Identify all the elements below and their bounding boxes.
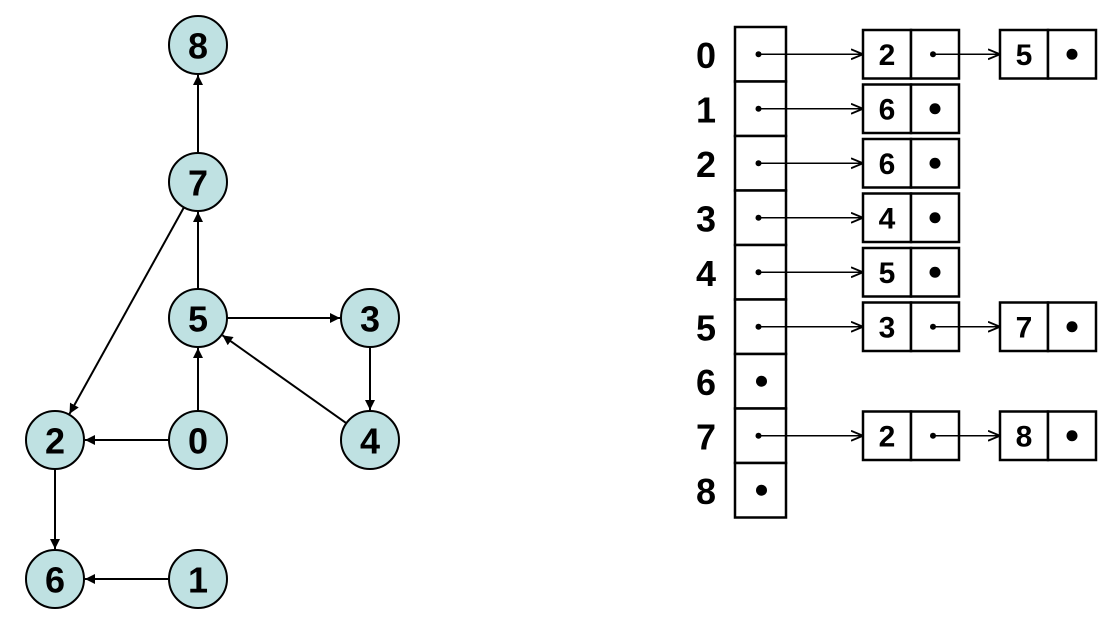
list-node-value: 3 (879, 311, 896, 344)
null-pointer-icon (929, 266, 941, 278)
row-index-label: 2 (696, 144, 716, 185)
list-node-value: 2 (879, 39, 896, 72)
node-circle (168, 152, 228, 212)
graph-nodes: 0 1 2 3 4 5 6 7 8 (25, 15, 400, 609)
graph-node-8: 8 (168, 15, 228, 75)
node-label: 6 (45, 560, 65, 601)
null-pointer-icon (1066, 48, 1078, 60)
null-pointer-icon (929, 103, 941, 115)
node-circle (168, 549, 228, 609)
list-node-next-cell (909, 137, 961, 189)
list-node-value: 5 (879, 257, 896, 290)
node-circle (25, 410, 85, 470)
graph-node-0: 0 (168, 410, 228, 470)
list-node-value-cell (861, 192, 913, 244)
adjacency-row-0: 0 2 5 (696, 25, 1098, 83)
row-index-label: 3 (696, 198, 716, 239)
null-pointer-icon (1066, 321, 1078, 333)
graph-node-4: 4 (340, 410, 400, 470)
node-label: 0 (188, 421, 208, 462)
node-label: 5 (188, 299, 208, 340)
null-pointer-icon (756, 375, 767, 387)
row-index-label: 6 (696, 362, 716, 403)
row-index-label: 8 (696, 471, 716, 512)
row-index-label: 5 (696, 307, 716, 348)
node-label: 2 (45, 421, 65, 462)
list-node-value: 4 (879, 202, 896, 235)
row-index-label: 0 (696, 35, 716, 76)
node-circle (168, 15, 228, 75)
node-circle (25, 549, 85, 609)
graph-node-1: 1 (168, 549, 228, 609)
adjacency-row-7: 7 2 8 (696, 407, 1098, 465)
list-node-value: 6 (879, 93, 896, 126)
edge-7-to-2 (68, 206, 185, 415)
list-node-value: 8 (1016, 420, 1033, 453)
null-pointer-icon (756, 484, 767, 496)
graph-node-3: 3 (340, 288, 400, 348)
row-index-label: 4 (696, 253, 716, 294)
graph-edges (50, 75, 375, 584)
null-pointer-icon (1066, 430, 1078, 442)
node-circle (168, 410, 228, 470)
adjacency-row-6: 6 (696, 352, 788, 410)
list-node-value-cell (998, 410, 1050, 462)
null-pointer-icon (929, 212, 941, 224)
adjacency-row-5: 5 3 7 (696, 298, 1098, 356)
edge-4-to-5 (221, 334, 347, 425)
list-node-value-cell (998, 28, 1050, 80)
list-node-value: 5 (1016, 39, 1033, 72)
graph-node-6: 6 (25, 549, 85, 609)
node-label: 4 (360, 421, 380, 462)
null-pointer-icon (929, 157, 941, 169)
graph-node-5: 5 (168, 288, 228, 348)
graph-node-2: 2 (25, 410, 85, 470)
node-label: 1 (188, 560, 208, 601)
list-node-value-cell (861, 137, 913, 189)
list-node-value-cell (861, 246, 913, 298)
node-label: 7 (188, 163, 208, 204)
list-node-value: 6 (879, 148, 896, 181)
row-index-label: 7 (696, 416, 716, 457)
list-node-value: 7 (1016, 311, 1033, 344)
list-node-value: 2 (879, 420, 896, 453)
graph-node-7: 7 (168, 152, 228, 212)
node-label: 3 (360, 299, 380, 340)
row-index-label: 1 (696, 89, 716, 130)
node-circle (340, 288, 400, 348)
node-circle (340, 410, 400, 470)
node-circle (168, 288, 228, 348)
node-label: 8 (188, 26, 208, 67)
adjacency-row-8: 8 (696, 461, 788, 519)
